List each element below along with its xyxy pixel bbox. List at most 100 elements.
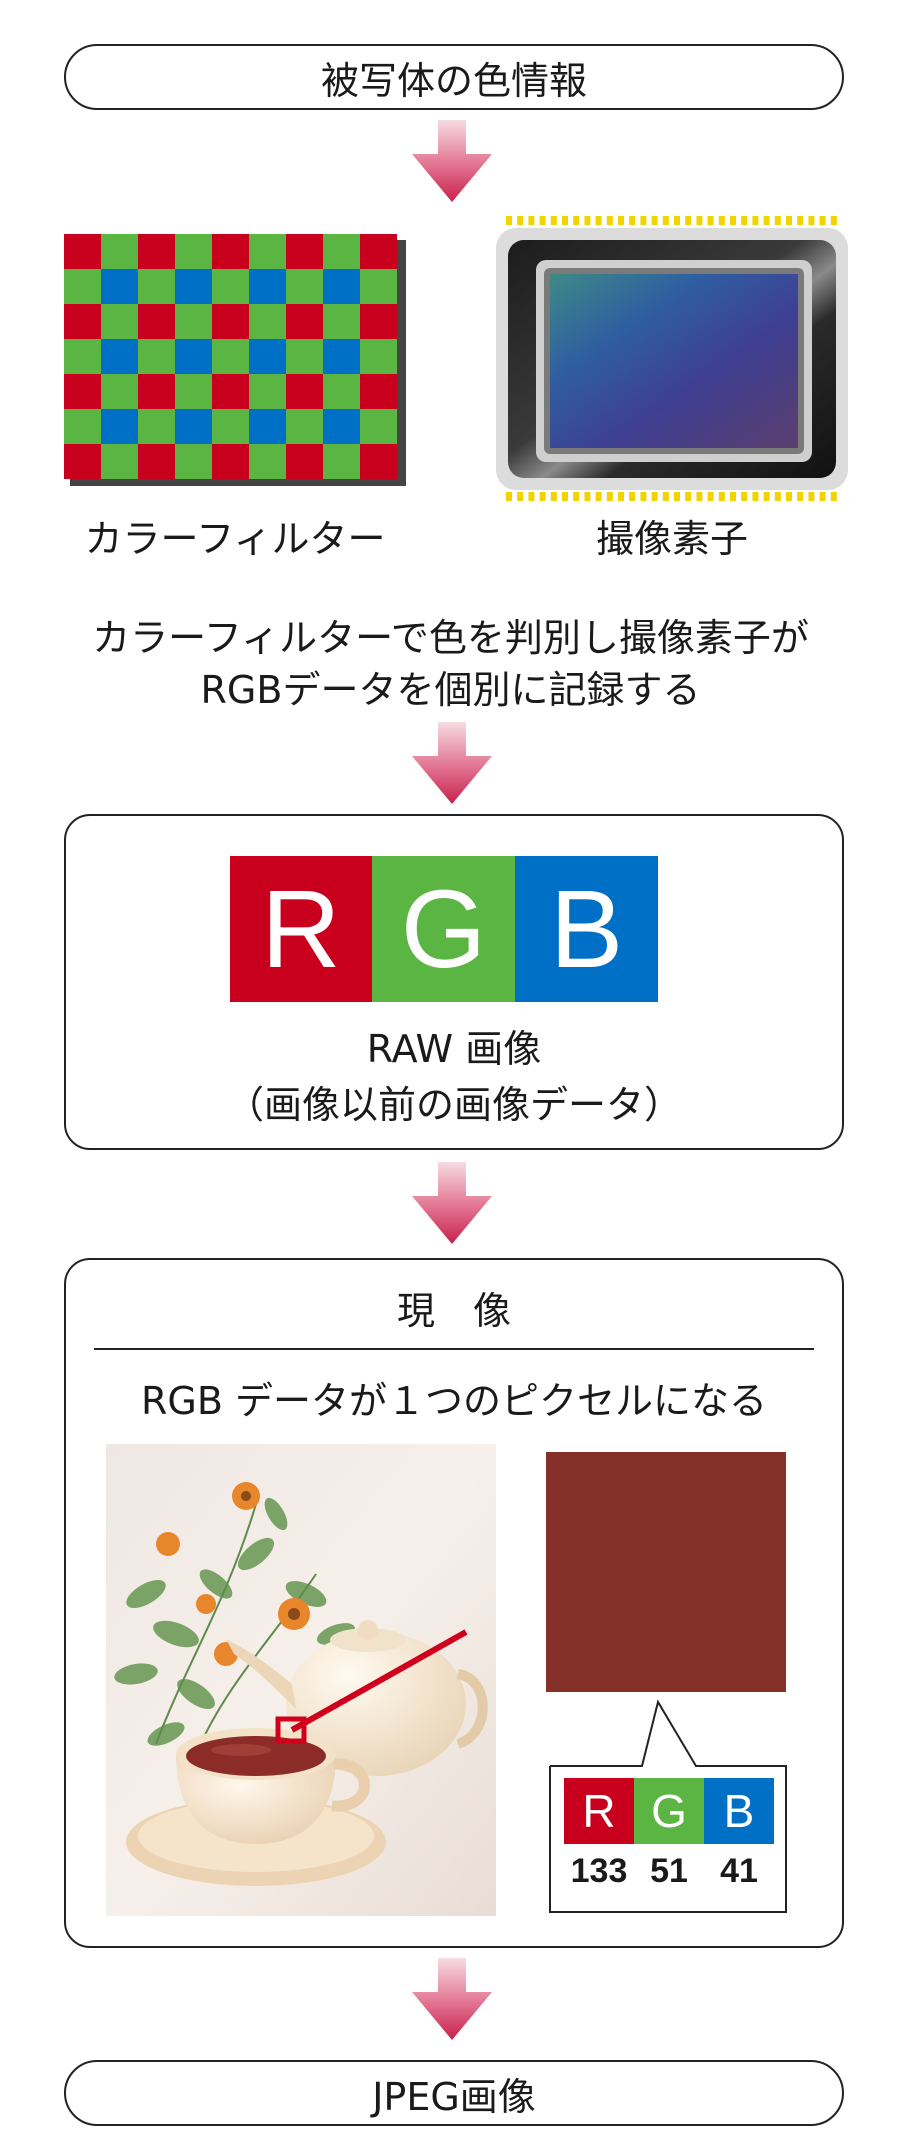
- pixel-rgb-row: R G B: [564, 1778, 774, 1844]
- sensor-pin: [707, 216, 714, 225]
- sensor-pin: [651, 216, 658, 225]
- filter-cell: [101, 339, 138, 374]
- pixel-connector: [275, 1629, 468, 1744]
- filter-cell: [360, 234, 397, 269]
- filter-cell: [64, 304, 101, 339]
- filter-cell: [212, 234, 249, 269]
- sensor-pin: [808, 492, 815, 501]
- filter-cell: [360, 409, 397, 444]
- filter-cell: [101, 444, 138, 479]
- sensor-pin: [618, 216, 624, 225]
- filter-cell: [64, 234, 101, 269]
- filter-cell: [175, 234, 212, 269]
- down-arrow-icon: [412, 120, 492, 202]
- sensor-pin: [786, 216, 792, 225]
- raw-image-subtitle: （画像以前の画像データ）: [225, 1083, 682, 1127]
- raw-image-title: RAW 画像: [366, 1027, 542, 1071]
- filter-cell: [286, 444, 323, 479]
- pixel-value-b: 41: [720, 1852, 758, 1890]
- down-arrow-icon: [412, 1162, 492, 1244]
- filter-cell: [101, 234, 138, 269]
- development-heading: 現 像: [396, 1289, 511, 1333]
- sensor-pin: [595, 216, 602, 225]
- filter-cell: [212, 444, 249, 479]
- sensor-pin: [528, 492, 535, 501]
- filter-cell: [212, 339, 249, 374]
- filter-cell: [138, 234, 175, 269]
- sensor-pin: [808, 216, 815, 225]
- filter-cell: [360, 339, 397, 374]
- sensor-pin: [629, 492, 636, 501]
- filter-cell: [286, 304, 323, 339]
- filter-cell: [175, 444, 212, 479]
- sensor-pin: [674, 492, 680, 501]
- letter-b: B: [549, 867, 624, 991]
- filter-cell: [286, 269, 323, 304]
- sensor-pin: [696, 492, 703, 501]
- sensor-pin: [539, 216, 546, 225]
- sensor-pin: [506, 216, 512, 225]
- filter-cell: [249, 339, 286, 374]
- sensor-pin: [685, 216, 692, 225]
- sensor-pin: [584, 492, 591, 501]
- sensor-pin: [662, 492, 669, 501]
- sensor-pin: [562, 492, 568, 501]
- sensor-pin: [830, 216, 837, 225]
- filter-cell: [249, 269, 286, 304]
- rgb-banner-r: R: [230, 856, 372, 1002]
- sensor-pin: [550, 216, 557, 225]
- filter-cell: [101, 304, 138, 339]
- filter-cell: [249, 374, 286, 409]
- image-sensor-label: 撮像素子: [595, 517, 748, 561]
- filter-cell: [360, 304, 397, 339]
- sensor-pin: [506, 492, 512, 501]
- development-caption: RGB データが１つのピクセルになる: [141, 1379, 767, 1423]
- sensor-pin: [640, 216, 647, 225]
- sensor-pin: [562, 216, 568, 225]
- filter-cell: [323, 409, 360, 444]
- sensor-pin: [539, 492, 546, 501]
- sensor-pin: [752, 216, 759, 225]
- filter-cell: [212, 374, 249, 409]
- sensor-pin: [550, 492, 557, 501]
- sensor-pin: [741, 216, 748, 225]
- filter-cell: [64, 374, 101, 409]
- filter-cell: [101, 269, 138, 304]
- sensor-pin: [674, 216, 680, 225]
- sensor-pin: [595, 492, 602, 501]
- filter-cell: [64, 409, 101, 444]
- pixel-r-cell: R: [564, 1778, 634, 1844]
- pixel-value-g: 51: [650, 1852, 688, 1890]
- filter-cell: [323, 269, 360, 304]
- sensor-pin: [819, 492, 826, 501]
- pixel-letter-b: B: [723, 1785, 755, 1837]
- sensor-pin: [618, 492, 624, 501]
- teacup-photo: [106, 1444, 496, 1916]
- sensor-pin: [685, 492, 692, 501]
- pixel-highlight-square: [275, 1716, 307, 1744]
- development-box: 現 像 RGB データが１つのピクセルになる: [64, 1258, 844, 1948]
- filter-cell: [175, 374, 212, 409]
- description-line-2: RGBデータを個別に記録する: [200, 668, 701, 712]
- subject-color-info-box: 被写体の色情報: [64, 44, 844, 110]
- filter-cell: [286, 339, 323, 374]
- filter-cell: [323, 304, 360, 339]
- sensor-pin: [786, 492, 792, 501]
- filter-cell: [64, 269, 101, 304]
- color-filter-mosaic: [64, 234, 406, 486]
- letter-g: G: [400, 867, 487, 991]
- sensor-pin: [797, 216, 804, 225]
- filter-cell: [249, 409, 286, 444]
- rgb-banner-g: G: [372, 856, 515, 1002]
- pixel-values-row: 133 51 41: [564, 1852, 774, 1896]
- sensor-pin: [517, 492, 524, 501]
- heading-divider: [94, 1348, 814, 1350]
- pixel-letter-g: G: [651, 1785, 687, 1837]
- filter-cell: [360, 269, 397, 304]
- sensor-pin: [763, 216, 770, 225]
- sensor-pin: [830, 492, 837, 501]
- jpeg-image-box: JPEG画像: [64, 2060, 844, 2126]
- sensor-pin: [752, 492, 759, 501]
- filter-cell: [286, 374, 323, 409]
- filter-cell: [249, 444, 286, 479]
